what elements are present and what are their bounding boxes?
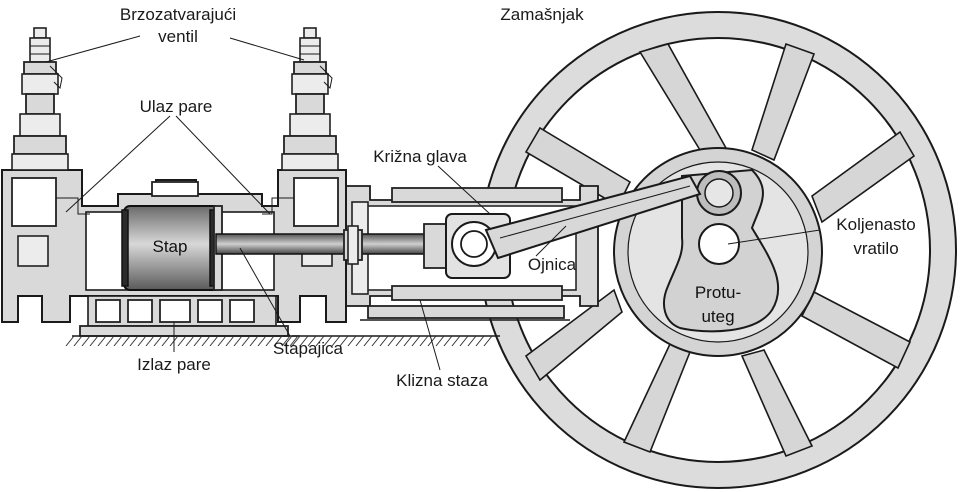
hatch-mark [97, 335, 107, 347]
label-piston: Stap [153, 237, 188, 256]
hatch-mark [283, 335, 293, 347]
hatch-mark [81, 335, 91, 347]
crank-counterweight [663, 168, 780, 333]
piston [121, 205, 223, 291]
hatch-mark [145, 335, 155, 347]
hatch-mark [451, 335, 461, 347]
hatch-mark [225, 335, 235, 347]
hatch-mark [307, 335, 317, 347]
hatch-mark [395, 335, 405, 347]
hatch-mark [355, 335, 365, 347]
hatch-mark [185, 335, 195, 347]
hatch-mark [371, 335, 381, 347]
flywheel-spokes [524, 42, 916, 458]
label-connecting-rod: Ojnica [528, 255, 577, 274]
hatch-mark [121, 335, 131, 347]
label-flywheel: Zamašnjak [500, 5, 584, 24]
label-crankshaft-line2: vratilo [853, 239, 898, 258]
hatch-mark [323, 335, 333, 347]
hatch-mark [291, 335, 301, 347]
label-counterweight-line1: Protu- [695, 283, 741, 302]
label-quick-valve-line1: Brzozatvarajući [120, 5, 236, 24]
hatch-mark [363, 335, 373, 347]
ground-hatching [65, 319, 570, 347]
label-quick-valve-line2: ventil [158, 27, 198, 46]
hatch-mark [483, 335, 493, 347]
hatch-mark [177, 335, 187, 347]
hatch-mark [411, 335, 421, 347]
label-slide-track: Klizna staza [396, 371, 488, 390]
hatch-mark [113, 335, 123, 347]
hatch-mark [315, 335, 325, 347]
hatch-mark [161, 335, 171, 347]
hatch-mark [273, 335, 283, 347]
hatch-mark [233, 335, 243, 347]
valve-left [11, 27, 69, 171]
hatch-mark [459, 335, 469, 347]
hatch-mark [129, 335, 139, 347]
hatch-mark [137, 335, 147, 347]
hatch-mark [65, 335, 75, 347]
hatch-mark [89, 335, 99, 347]
hatch-mark [339, 335, 349, 347]
label-steam-inlet: Ulaz pare [140, 97, 213, 116]
hatch-mark [257, 335, 267, 347]
hatch-mark [387, 335, 397, 347]
hatch-mark [209, 335, 219, 347]
hatch-mark [379, 335, 389, 347]
hatch-mark [105, 335, 115, 347]
hatch-mark [265, 335, 275, 347]
hatch-mark [153, 335, 163, 347]
hatch-mark [419, 335, 429, 347]
hatch-mark [241, 335, 251, 347]
hatch-mark [403, 335, 413, 347]
hatch-mark [475, 335, 485, 347]
hatch-mark [443, 335, 453, 347]
hatch-mark [249, 335, 259, 347]
hatch-mark [201, 335, 211, 347]
hatch-mark [193, 335, 203, 347]
hatch-mark [299, 335, 309, 347]
hatch-mark [73, 335, 83, 347]
connecting-rod [484, 174, 702, 260]
label-crankshaft-line1: Koljenasto [836, 215, 915, 234]
valve-right [281, 27, 339, 171]
hatch-mark [331, 335, 341, 347]
label-counterweight-line2: uteg [701, 307, 734, 326]
label-steam-outlet: Izlaz pare [137, 355, 211, 374]
label-crosshead: Križna glava [373, 147, 467, 166]
label-piston-rod: Stapajica [273, 339, 343, 358]
hatch-mark [217, 335, 227, 347]
hatch-mark [467, 335, 477, 347]
hatch-mark [347, 335, 357, 347]
leader-lines [45, 35, 821, 371]
hatch-mark [289, 335, 299, 347]
hatch-mark [281, 335, 291, 347]
hatch-mark [435, 335, 445, 347]
